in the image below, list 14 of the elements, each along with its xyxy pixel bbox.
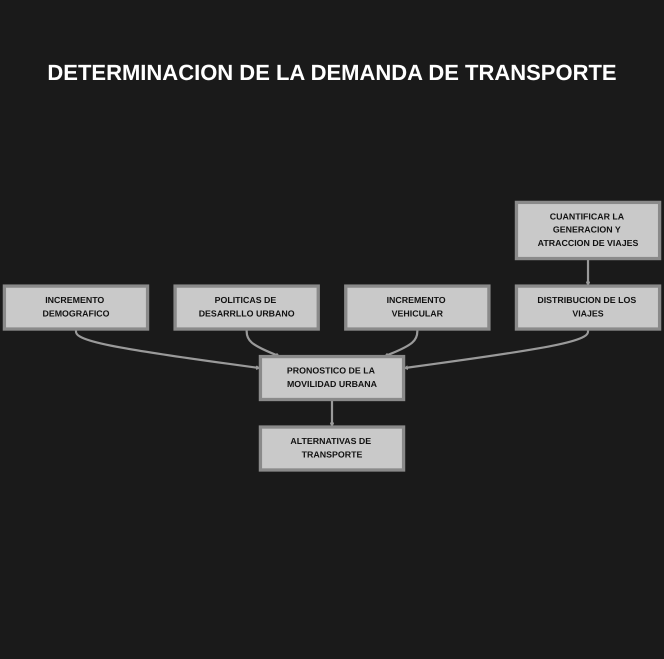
node-box: CUANTIFICAR LA GENERACION Y ATRACCION DE VIAJES [514,200,662,260]
arrow [586,258,590,286]
node-box: INCREMENTO VEHICULAR [344,284,491,330]
arrow [384,328,418,357]
arrow [330,399,334,428]
node-box: DISTRIBUCION DE LOS VIAJES [514,284,662,330]
node-box: ALTERNATIVAS DE TRANSPORTE [258,425,406,472]
diagram-title: DETERMINACION DE LA DEMANDA DE TRANSPORTE [46,59,618,87]
node-box: PRONOSTICO DE LA MOVILIDAD URBANA [258,354,406,401]
arrow [74,328,261,370]
node-box: POLITICAS DE DESARRLLO URBANO [173,284,320,330]
arrow [403,328,590,370]
node-box: INCREMENTO DEMOGRAFICO [2,284,150,330]
arrow [246,328,280,357]
